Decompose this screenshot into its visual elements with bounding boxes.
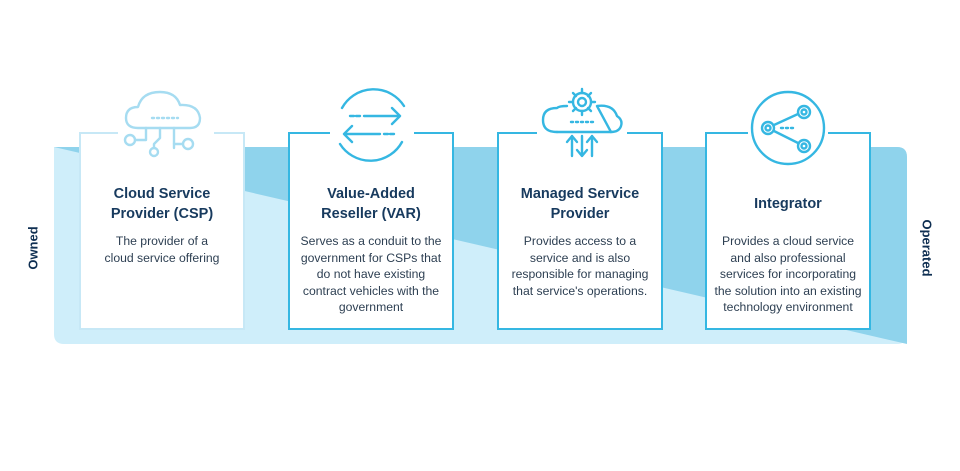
owned-label: Owned [25, 226, 41, 270]
card-desc-line: The provider of a [115, 234, 209, 248]
card-title-line: Reseller (VAR) [321, 206, 421, 222]
card-desc-line: government [338, 300, 404, 314]
card-desc-line: cloud service offering [104, 250, 220, 265]
share-network-icon [748, 88, 828, 168]
card-desc-line: service and is also [529, 250, 631, 265]
card-desc-line: technology environment [723, 300, 853, 314]
card-description: The provider of a cloud service offering [87, 233, 237, 266]
card-title-line: Cloud Service [113, 186, 211, 202]
exchange-arrows-icon [330, 86, 414, 164]
card-desc-line: do not have existing [316, 267, 426, 281]
card-desc-line: the solution into an existing [714, 283, 862, 298]
card-title: Value-Added Reseller (VAR) [296, 184, 446, 224]
cloud-gear-icon [537, 84, 627, 162]
cloud-network-icon [118, 88, 214, 162]
card-desc-line: Serves as a conduit to the [300, 234, 442, 248]
operated-label: Operated [919, 219, 935, 277]
card-title: Managed Service Provider [505, 184, 655, 224]
card-managed-service-provider: Managed Service Provider Provides access… [497, 132, 663, 330]
card-title-line: Managed Service [520, 186, 640, 202]
card-title-line: Value-Added [327, 186, 415, 202]
card-value-added-reseller: Value-Added Reseller (VAR) Serves as a c… [288, 132, 454, 330]
card-description: Provides access to a service and is also… [505, 233, 655, 299]
card-title-line: Integrator [754, 196, 822, 212]
card-desc-line: Provides access to a [523, 234, 637, 248]
card-desc-line: government for CSPs that [300, 250, 442, 265]
card-desc-line: Provides a cloud service [721, 234, 855, 248]
owned-operated-band [54, 147, 907, 344]
card-desc-line: and also professional [730, 250, 846, 265]
band-dark-region [54, 147, 907, 344]
card-title: Cloud Service Provider (CSP) [87, 184, 237, 224]
card-description: Serves as a conduit to the government fo… [296, 233, 446, 316]
card-title-line: Provider (CSP) [110, 206, 214, 222]
card-desc-line: that service's operations. [512, 283, 648, 298]
card-cloud-service-provider: Cloud Service Provider (CSP) The provide… [79, 132, 245, 330]
card-title: Integrator [713, 194, 863, 214]
card-desc-line: responsible for managing [511, 267, 649, 281]
card-desc-line: services for incorporating [719, 267, 857, 281]
card-description: Provides a cloud service and also profes… [713, 233, 863, 316]
card-desc-line: contract vehicles with the [302, 283, 440, 298]
card-title-line: Provider [550, 206, 610, 222]
